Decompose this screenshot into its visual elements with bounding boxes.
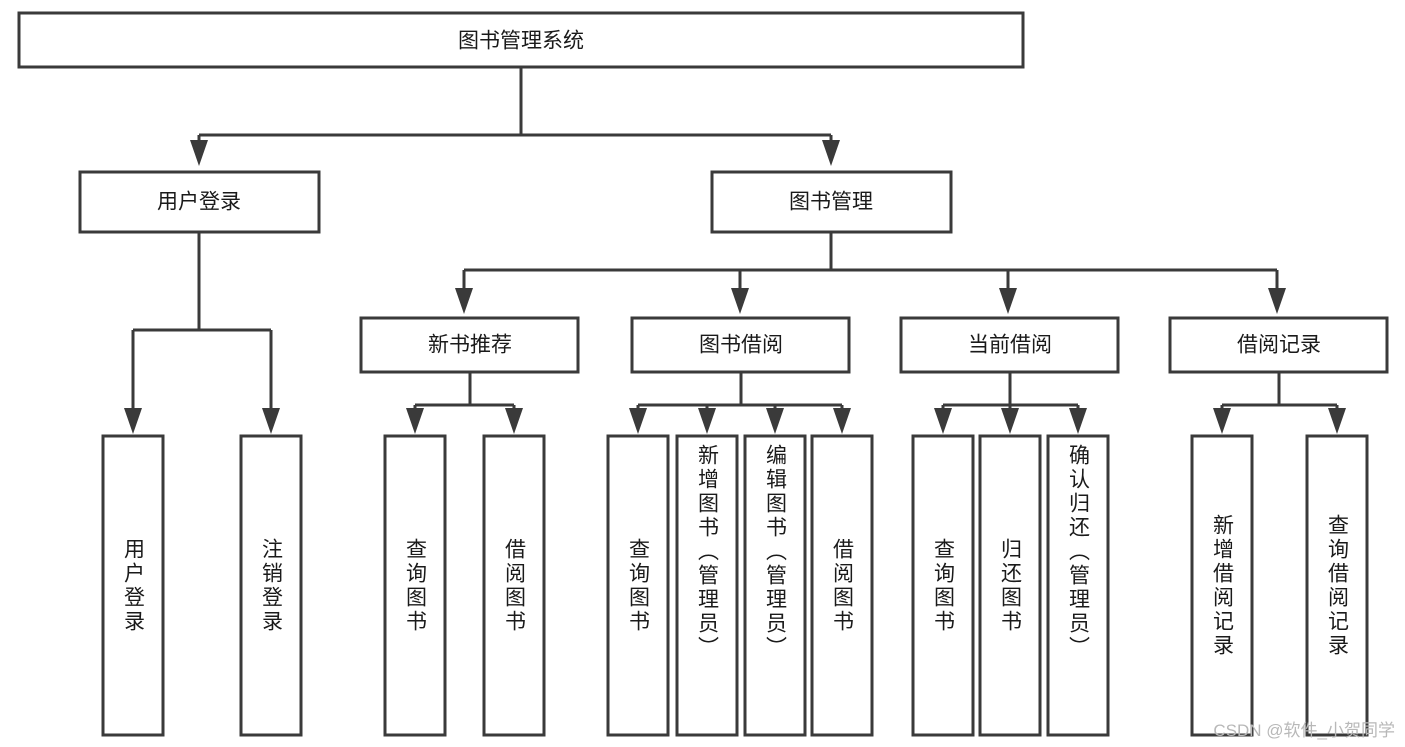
node-box-book-borrow[interactable] bbox=[630, 316, 851, 374]
node-label-book-management: 图书管理 bbox=[789, 191, 873, 214]
arrow-to-book-borrow bbox=[731, 288, 749, 314]
arrow-to-leaf-query-book-1 bbox=[406, 408, 424, 434]
node-box-leaf-add-record[interactable] bbox=[1190, 434, 1254, 737]
csdn-watermark: CSDN @软件_小贺同学 bbox=[1213, 721, 1395, 740]
arrow-to-leaf-add-record bbox=[1213, 408, 1231, 434]
node-box-book-management[interactable] bbox=[710, 170, 953, 234]
arrow-to-leaf-logout-login bbox=[262, 408, 280, 434]
node-box-leaf-query-book-3[interactable] bbox=[911, 434, 975, 737]
node-box-leaf-borrow-book-2[interactable] bbox=[810, 434, 874, 737]
arrow-to-leaf-query-record bbox=[1328, 408, 1346, 434]
arrow-to-leaf-edit-book bbox=[766, 408, 784, 434]
node-label-current-borrow: 当前借阅 bbox=[968, 334, 1052, 357]
arrow-to-current-borrow bbox=[999, 288, 1017, 314]
node-box-leaf-user-login[interactable] bbox=[101, 434, 165, 737]
node-box-leaf-edit-book[interactable] bbox=[743, 434, 807, 737]
node-label-borrow-record: 借阅记录 bbox=[1237, 334, 1321, 357]
arrow-to-new-book-recommend bbox=[455, 288, 473, 314]
node-box-leaf-query-book-2[interactable] bbox=[606, 434, 670, 737]
arrow-to-leaf-query-book-3 bbox=[934, 408, 952, 434]
node-box-leaf-query-record[interactable] bbox=[1305, 434, 1369, 737]
arrow-to-leaf-confirm-return bbox=[1069, 408, 1087, 434]
arrow-to-leaf-query-book-2 bbox=[629, 408, 647, 434]
node-box-leaf-query-book-1[interactable] bbox=[383, 434, 447, 737]
arrow-to-user-login bbox=[190, 140, 208, 166]
arrow-to-leaf-return-book bbox=[1001, 408, 1019, 434]
arrow-to-leaf-user-login bbox=[124, 408, 142, 434]
node-box-current-borrow[interactable] bbox=[899, 316, 1120, 374]
node-box-leaf-confirm-return[interactable] bbox=[1046, 434, 1110, 737]
node-box-borrow-record[interactable] bbox=[1168, 316, 1389, 374]
arrow-to-leaf-borrow-book-2 bbox=[833, 408, 851, 434]
node-box-new-book-recommend[interactable] bbox=[359, 316, 580, 374]
arrow-to-leaf-borrow-book-1 bbox=[505, 408, 523, 434]
arrow-to-borrow-record bbox=[1268, 288, 1286, 314]
node-label-user-login: 用户登录 bbox=[157, 191, 241, 214]
arrow-to-book-management bbox=[822, 140, 840, 166]
node-box-leaf-logout-login[interactable] bbox=[239, 434, 303, 737]
node-box-leaf-borrow-book-1[interactable] bbox=[482, 434, 546, 737]
node-box-leaf-return-book[interactable] bbox=[978, 434, 1042, 737]
node-box-title[interactable] bbox=[17, 11, 1025, 69]
node-label-new-book-recommend: 新书推荐 bbox=[428, 334, 512, 357]
node-label-title: 图书管理系统 bbox=[458, 30, 584, 53]
arrow-to-leaf-add-book bbox=[698, 408, 716, 434]
node-box-leaf-add-book[interactable] bbox=[675, 434, 739, 737]
node-label-book-borrow: 图书借阅 bbox=[699, 334, 783, 357]
